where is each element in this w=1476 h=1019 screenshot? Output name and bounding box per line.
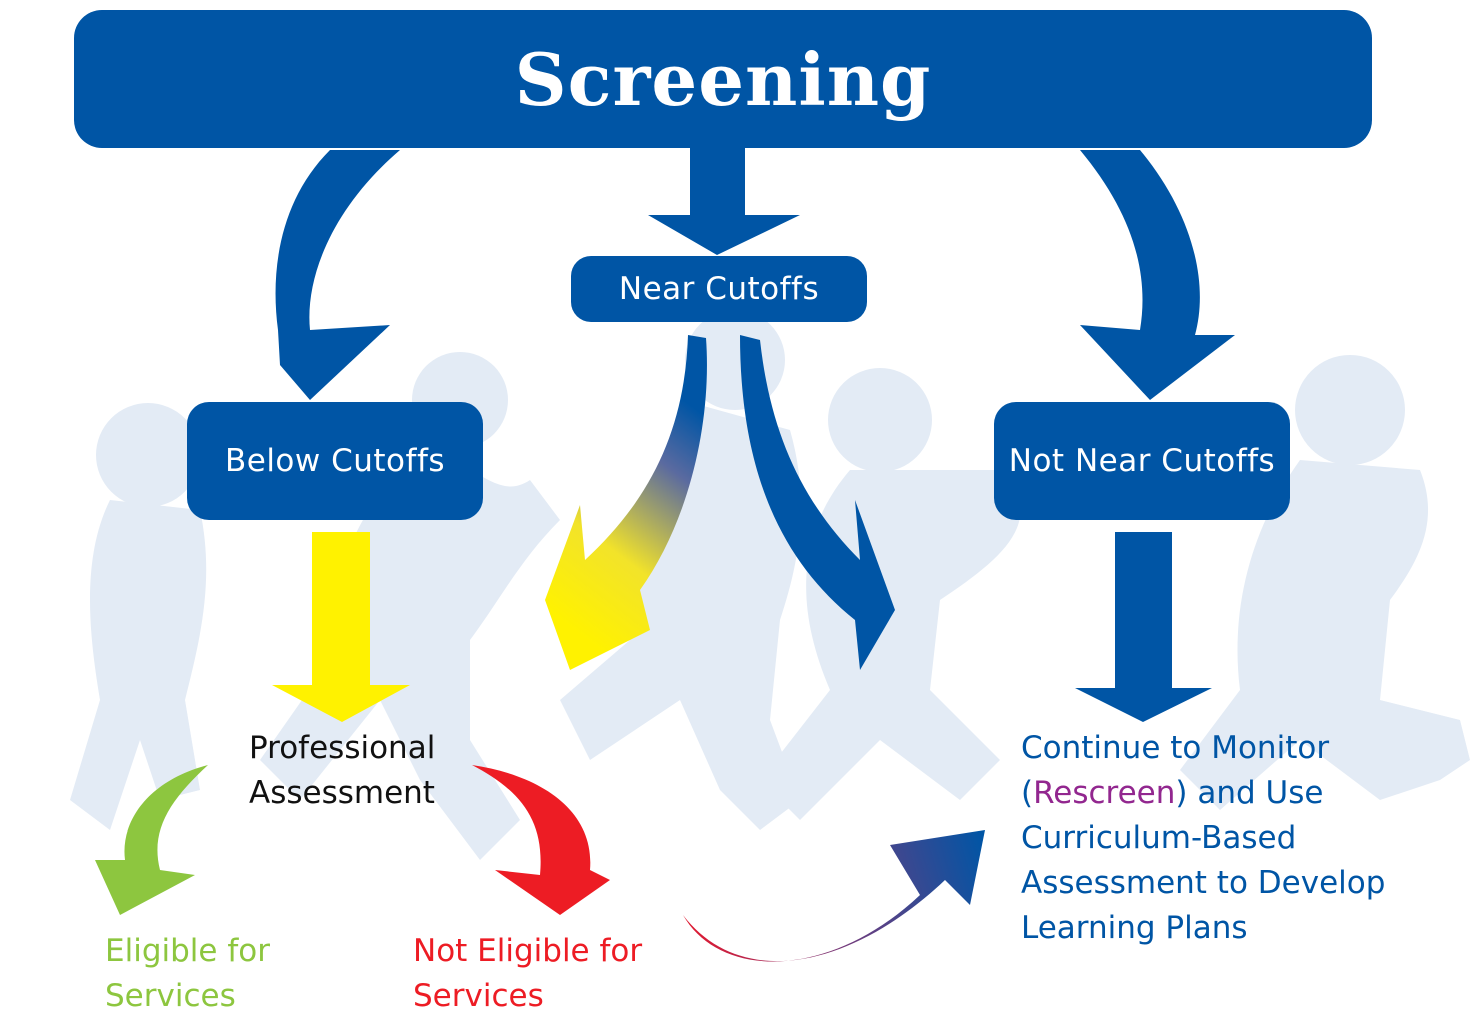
arrow-not-near-to-monitor: [1075, 532, 1212, 722]
eligible-line-2: Services: [105, 978, 236, 1014]
screening-title: Screening: [74, 10, 1372, 148]
rescreen-highlight: Rescreen: [1033, 775, 1176, 811]
professional-line-2: Assessment: [249, 775, 435, 811]
monitor-line-2-rest: ) and Use: [1175, 775, 1324, 811]
monitor-line-5: Learning Plans: [1021, 910, 1248, 946]
arrow-screening-to-not-near: [1080, 150, 1235, 400]
arrow-professional-to-not-eligible: [472, 765, 610, 915]
monitor-line-1: Continue to Monitor: [1021, 730, 1330, 766]
arrow-not-eligible-to-monitor: [683, 830, 985, 962]
arrow-near-to-professional: [545, 335, 707, 670]
arrow-screening-to-below: [275, 150, 400, 400]
arrow-professional-to-eligible: [95, 765, 208, 915]
arrow-screening-to-near: [648, 148, 800, 255]
outcome-continue-to-monitor: Continue to Monitor (Rescreen) and Use C…: [1021, 726, 1385, 951]
child-2-body: [260, 440, 560, 860]
node-near-cutoffs: Near Cutoffs: [571, 256, 867, 322]
node-not-near-cutoffs: Not Near Cutoffs: [994, 402, 1290, 520]
child-1-head: [96, 403, 200, 507]
monitor-line-3: Curriculum-Based: [1021, 820, 1297, 856]
child-5-body: [1180, 460, 1470, 810]
outcome-not-eligible: Not Eligible for Services: [413, 929, 642, 1019]
arrow-near-to-monitor: [740, 335, 895, 670]
outcome-professional-assessment: Professional Assessment: [249, 726, 435, 816]
not-eligible-line-2: Services: [413, 978, 544, 1014]
node-below-cutoffs: Below Cutoffs: [187, 402, 483, 520]
child-4-head: [828, 368, 932, 472]
monitor-line-2: (Rescreen) and Use: [1021, 771, 1385, 816]
monitor-line-4: Assessment to Develop: [1021, 865, 1386, 901]
monitor-paren-open: (: [1021, 775, 1034, 811]
arrow-below-to-professional: [272, 532, 410, 722]
eligible-line-1: Eligible for: [105, 933, 270, 969]
outcome-eligible: Eligible for Services: [105, 929, 270, 1019]
child-3-body: [560, 405, 801, 830]
professional-line-1: Professional: [249, 730, 436, 766]
child-1-body: [70, 500, 207, 830]
not-eligible-line-1: Not Eligible for: [413, 933, 643, 969]
child-5-head: [1295, 355, 1405, 465]
